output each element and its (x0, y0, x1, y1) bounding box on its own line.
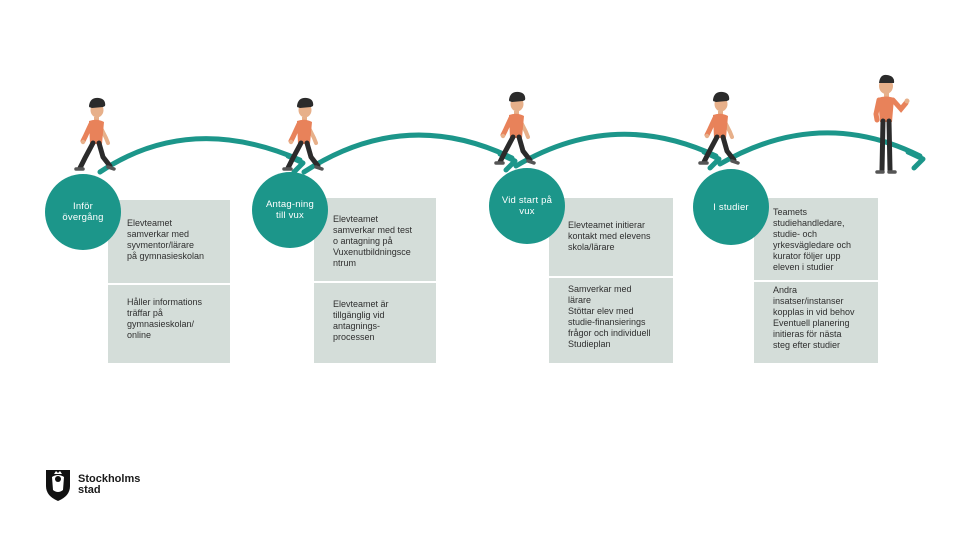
stage-3-card: Elevteamet initierar kontakt med elevens… (549, 198, 673, 363)
stage-3-section-2: Samverkar med lärare Stöttar elev med st… (568, 284, 651, 349)
stockholms-stad-logo: Stockholms stad (44, 468, 140, 502)
stage-2-label: Antag-ning till vux (266, 199, 314, 221)
person-5-icon (876, 75, 910, 172)
stage-1-label: Inför övergång (62, 201, 104, 223)
arrowhead-icon (905, 149, 926, 171)
person-3-icon (496, 92, 534, 163)
stage-3-circle: Vid start på vux (489, 168, 565, 244)
stage-2-card: Elevteamet samverkar med test o antagnin… (314, 198, 436, 363)
stage-4-card: Teamets studiehandledare, studie- och yr… (754, 198, 878, 363)
stage-1-circle: Inför övergång (45, 174, 121, 250)
connector-arc-3 (513, 131, 719, 169)
connector-arc-2 (301, 132, 515, 175)
stage-4-circle: I studier (693, 169, 769, 245)
stage-1-card: Elevteamet samverkar med syvmentor/lärar… (108, 200, 230, 363)
stage-2-divider (314, 281, 436, 283)
person-4-icon (700, 92, 738, 163)
stage-1-section-2: Håller informations träffar på gymnasies… (127, 297, 203, 340)
stage-3-section-1: Elevteamet initierar kontakt med elevens… (568, 220, 651, 252)
connector-arc-1 (97, 136, 303, 175)
connector-arc-4 (717, 130, 923, 167)
stockholm-crest-icon (46, 470, 70, 501)
stage-3-divider (549, 276, 673, 278)
stage-3-label: Vid start på vux (501, 195, 553, 217)
stage-4-section-1: Teamets studiehandledare, studie- och yr… (773, 207, 852, 272)
stage-4-section-2: Andra insatser/instanser kopplas in vid … (773, 285, 855, 350)
logo-text: Stockholms stad (78, 473, 141, 496)
person-1-icon (76, 98, 114, 169)
stage-2-section-1: Elevteamet samverkar med test o antagnin… (333, 214, 413, 268)
stage-2-section-2: Elevteamet är tillgänglig vid antagnings… (333, 299, 389, 342)
stage-4-divider (754, 280, 878, 282)
stage-1-section-1: Elevteamet samverkar med syvmentor/lärar… (127, 218, 205, 261)
stage-1-divider (108, 283, 230, 285)
stage-4-label: I studier (713, 201, 749, 213)
stage-2-circle: Antag-ning till vux (252, 172, 328, 248)
person-2-icon (284, 98, 322, 169)
